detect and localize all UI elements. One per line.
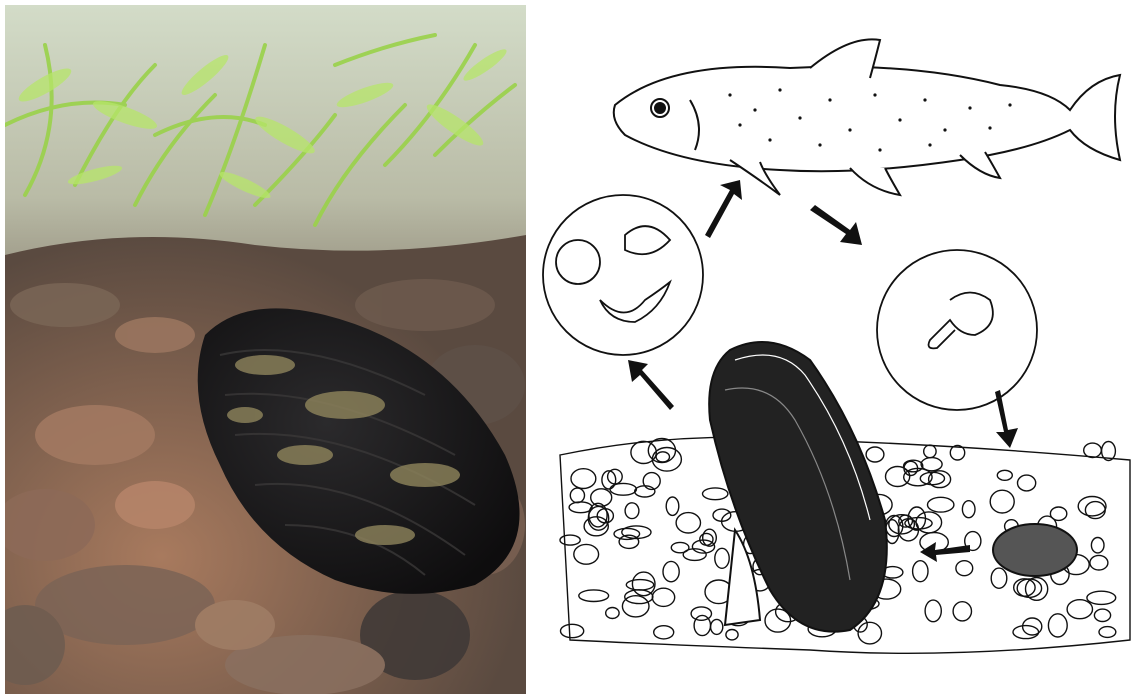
- underwater-mussel-photo: [5, 5, 526, 694]
- pebble: [1084, 443, 1102, 457]
- life-cycle-diagram: [530, 0, 1134, 698]
- encysted-larva-inset: [877, 250, 1037, 410]
- arrow-encysted-to-bed: [995, 390, 1018, 448]
- arrow-adult-to-glochidia: [628, 360, 674, 410]
- arrow-glochidia-to-fish: [705, 180, 742, 238]
- glochidia-larvae-inset: [543, 195, 703, 355]
- adult-mussel: [709, 342, 887, 632]
- host-fish: [614, 39, 1120, 195]
- arrow-fish-to-encysted: [810, 205, 862, 245]
- photo-scene: [5, 5, 526, 694]
- juvenile-mussel: [993, 524, 1077, 576]
- diagram-drawing: [530, 0, 1134, 698]
